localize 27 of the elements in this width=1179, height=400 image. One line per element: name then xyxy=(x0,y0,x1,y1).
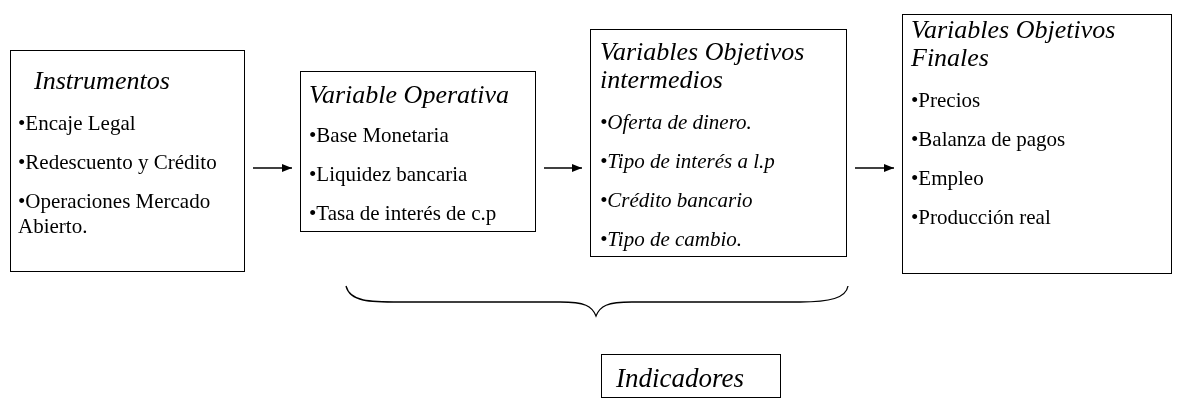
text-box xyxy=(590,29,847,257)
text-box xyxy=(902,14,1172,274)
bullet-item: •Operaciones Mercado Abierto. xyxy=(18,189,212,239)
text-box xyxy=(300,71,536,232)
arrow xyxy=(854,164,895,172)
bullet-item: •Encaje Legal xyxy=(18,111,137,136)
bullet-item: •Tasa de interés de c.p xyxy=(309,201,498,226)
bullet-item: •Crédito bancario xyxy=(600,188,754,213)
bullet-item: •Empleo xyxy=(911,166,985,191)
bullet-item: •Liquidez bancaria xyxy=(309,162,469,187)
text-box xyxy=(601,354,781,398)
arrow xyxy=(543,164,583,172)
box-heading: Variables Objetivos Finales xyxy=(911,16,1117,72)
bullet-item: •Precios xyxy=(911,88,982,113)
box-heading: Variables Objetivos intermedios xyxy=(600,38,806,94)
box-heading: Variable Operativa xyxy=(309,81,511,109)
bullet-item: •Oferta de dinero. xyxy=(600,110,753,135)
bullet-item: •Redescuento y Crédito xyxy=(18,150,218,175)
box-heading: Indicadores xyxy=(616,364,745,392)
box-heading: Instrumentos xyxy=(33,67,171,95)
bullet-item: •Base Monetaria xyxy=(309,123,450,148)
bullet-item: •Tipo de cambio. xyxy=(600,227,744,252)
arrow xyxy=(252,164,293,172)
bullet-item: •Tipo de interés a l.p xyxy=(600,149,776,174)
bullet-item: •Producción real xyxy=(911,205,1052,230)
text-box xyxy=(10,50,245,272)
bullet-item: •Balanza de pagos xyxy=(911,127,1067,152)
